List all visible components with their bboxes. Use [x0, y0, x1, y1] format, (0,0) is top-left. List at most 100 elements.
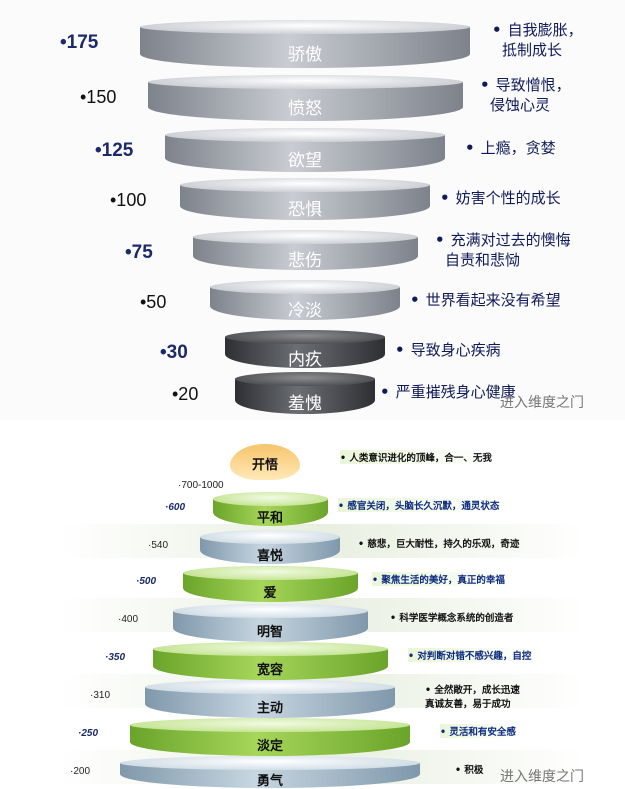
disc-top	[182, 566, 358, 580]
level-description: • 充满对过去的懊悔自责和悲恸	[435, 230, 571, 270]
description-line: • 自我膨胀，	[492, 20, 583, 40]
level-disc: 骄傲	[140, 20, 470, 68]
level-description: • 上瘾，贪婪	[465, 138, 556, 158]
level-label: 羞愧	[288, 394, 322, 414]
level-label: 欲望	[288, 151, 322, 171]
level-label: 悲伤	[288, 251, 322, 271]
level-disc: 勇气	[120, 756, 420, 789]
disc-top	[147, 75, 463, 89]
description-text: 抵制成长	[502, 41, 563, 59]
description-line: • 妨害个性的成长	[440, 188, 561, 208]
level-value: •125	[95, 140, 134, 161]
bullet: •	[465, 139, 475, 157]
bullet: •	[410, 291, 420, 309]
description-line: •导致憎恨，	[480, 75, 571, 95]
disc-top	[130, 718, 410, 732]
description-line: • 严重摧残身心健康	[380, 382, 516, 402]
level-description: • 全然敞开，成长迅速 真诚友善，易于成功	[425, 682, 520, 710]
description-text: 自我膨胀，	[507, 21, 583, 39]
level-description: • 对判断对错不感兴趣，自控	[408, 648, 532, 662]
level-disc: 主动	[145, 680, 395, 718]
level-disc: 欲望	[165, 128, 445, 172]
disc-top	[165, 128, 445, 142]
level-label: 冷淡	[288, 301, 322, 321]
level-label: 开悟	[251, 458, 278, 473]
disc-top	[212, 492, 328, 506]
disc-top	[235, 372, 375, 386]
level-description: • 严重摧残身心健康	[380, 382, 516, 402]
bullet: •	[492, 21, 502, 39]
description-text: 侵蚀心灵	[490, 96, 551, 114]
level-value: ·600	[165, 502, 186, 513]
level-disc: 悲伤	[192, 230, 418, 271]
disc-top	[120, 756, 420, 770]
watermark: 进入维度之门	[500, 395, 584, 411]
level-disc: 恐惧	[180, 178, 430, 220]
bullet: •	[395, 341, 405, 359]
description-text: 上瘾，贪婪	[480, 139, 556, 157]
level-description: • 积极	[455, 765, 484, 776]
level-label: 喜悦	[256, 549, 283, 564]
level-description: • 自我膨胀， 抵制成长	[492, 20, 583, 60]
description-text: 充满对过去的懊悔	[450, 231, 571, 249]
level-label: 内疚	[288, 350, 322, 370]
level-disc: 内疚	[225, 330, 385, 370]
level-description: •导致憎恨，侵蚀心灵	[480, 75, 571, 115]
level-label: 平和	[256, 511, 283, 526]
level-label: 愤怒	[288, 99, 322, 119]
level-label: 爱	[263, 586, 277, 601]
level-label: 勇气	[256, 774, 283, 789]
disc-top	[200, 530, 340, 544]
level-label: 骄傲	[288, 45, 322, 65]
level-disc: 喜悦	[200, 530, 340, 564]
bullet: •	[435, 231, 445, 249]
level-disc: 平和	[212, 492, 328, 526]
level-value: ·250	[78, 728, 99, 739]
level-value: •20	[172, 384, 199, 404]
disc-top	[145, 680, 395, 694]
level-value: ·700-1000	[178, 480, 224, 491]
description-line: • 全然敞开，成长迅速	[425, 685, 520, 696]
level-description: •世界看起来没有希望	[410, 290, 561, 310]
description-text: 导致身心疾病	[410, 341, 501, 359]
level-disc: 爱	[182, 566, 358, 602]
bullet: •	[440, 189, 450, 207]
bullet: •	[380, 383, 390, 401]
level-label: 恐惧	[288, 200, 322, 220]
description-line: 自责和悲恸	[435, 250, 571, 270]
disc-top	[172, 604, 368, 618]
level-disc: 宽容	[152, 642, 388, 680]
disc-top	[210, 280, 400, 294]
level-value: ·200	[70, 766, 91, 777]
description-text: 严重摧残身心健康	[395, 383, 516, 401]
level-description: • 人类意识进化的顶峰，合一、无我	[340, 450, 492, 464]
level-description: • 科学医学概念系统的创造者	[390, 613, 514, 624]
description-text: 导致憎恨，	[495, 76, 571, 94]
level-value: •175	[60, 32, 99, 53]
disc-top	[225, 330, 385, 344]
description-line: • 上瘾，贪婪	[465, 138, 556, 158]
disc-top	[140, 20, 470, 34]
disc-top	[192, 230, 418, 244]
description-line: 真诚友善，易于成功	[425, 699, 511, 710]
level-value: •150	[80, 87, 117, 107]
level-label: 主动	[256, 701, 283, 716]
description-line: •世界看起来没有希望	[410, 290, 561, 310]
level-disc: 羞愧	[235, 372, 375, 414]
level-value: •100	[110, 190, 147, 210]
level-value: •75	[125, 242, 153, 263]
description-line: • 导致身心疾病	[395, 340, 501, 360]
level-description: • 妨害个性的成长	[440, 188, 561, 208]
level-label: 宽容	[256, 663, 283, 678]
description-text: 妨害个性的成长	[455, 189, 561, 207]
level-disc: 淡定	[130, 718, 410, 756]
description-line: • 充满对过去的懊悔	[435, 230, 571, 250]
level-value: ·350	[105, 652, 126, 663]
description-line: 侵蚀心灵	[480, 95, 571, 115]
level-description: • 导致身心疾病	[395, 340, 501, 360]
level-label: 明智	[256, 625, 283, 640]
level-disc: 明智	[172, 604, 368, 642]
level-disc: 开悟	[230, 444, 300, 480]
